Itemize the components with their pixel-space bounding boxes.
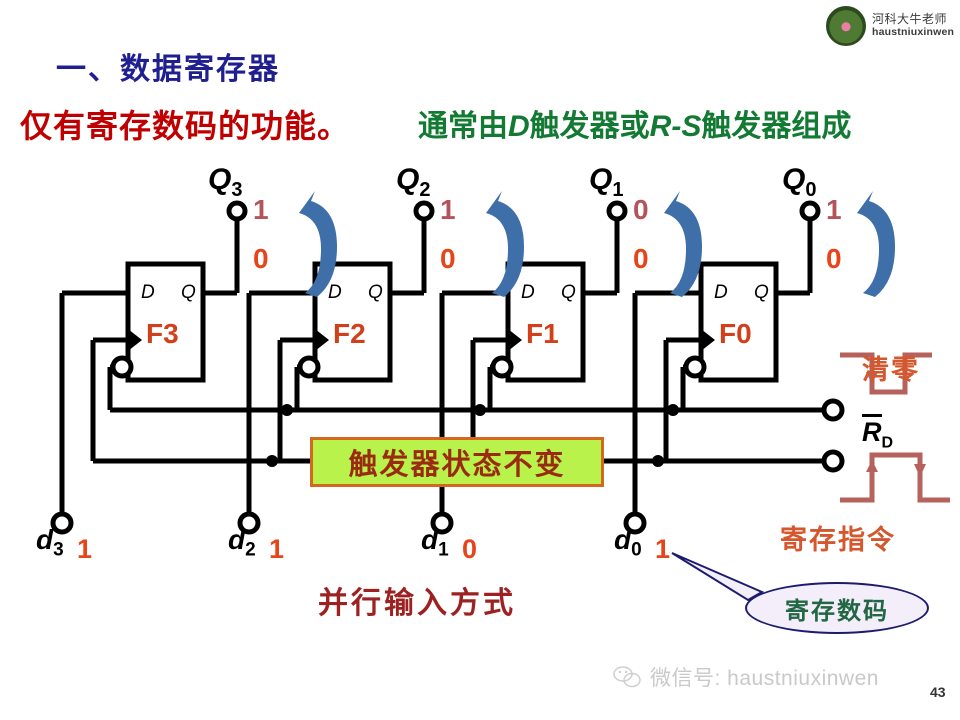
brand-name-en: haustniuxinwen <box>872 25 955 38</box>
f1-pin-q: Q <box>561 282 576 303</box>
reset-terminal <box>821 398 845 422</box>
store-waveform <box>840 452 950 503</box>
state-unchanged-text: 触发器状态不变 <box>348 449 566 481</box>
brand-logo-text: 河科大牛老师 haustniuxinwen <box>872 12 955 38</box>
d0-terminal <box>623 511 647 535</box>
subtitle-d: D <box>508 110 530 143</box>
junction-dot <box>474 404 486 416</box>
callout-pointer <box>671 552 765 602</box>
subtitle-pre: 通常由 <box>418 110 508 143</box>
q2-current-bit: 0 <box>440 243 456 274</box>
q2-transition-arrow <box>486 191 524 297</box>
reset-signal-label: RD <box>862 414 893 452</box>
state-unchanged-callout: 触发器状态不变 <box>310 437 604 487</box>
f2-pin-q: Q <box>368 282 383 303</box>
q0-label: Q0 <box>782 163 817 201</box>
junction-dot <box>667 404 679 416</box>
q0-transition-arrow <box>857 191 895 297</box>
f1-reset-bubble <box>490 355 514 379</box>
junction-dot <box>281 404 293 416</box>
d2-value: 1 <box>269 534 285 564</box>
flipflop-name-f3: F3 <box>146 318 179 349</box>
store-wave-arrow-up <box>866 460 878 472</box>
d3-label: d3 <box>36 524 64 561</box>
q1-current-bit: 0 <box>633 243 649 274</box>
subtitle-function: 仅有寄存数码的功能。 <box>20 108 351 144</box>
stored-code-callout: 寄存数码 <box>745 582 929 634</box>
f3-pin-q: Q <box>181 282 196 303</box>
f0-pin-q: Q <box>754 282 769 303</box>
store-command-label: 寄存指令 <box>780 525 896 555</box>
subtitle-post: 触发器组成 <box>701 110 852 143</box>
flipflop-name-f1: F1 <box>526 318 559 349</box>
reset-signal-letter: R <box>862 414 882 446</box>
f0-clock-triangle <box>701 329 715 351</box>
d2-label: d2 <box>228 524 256 561</box>
q1-transition-arrow <box>664 191 702 297</box>
q1-previous-bit: 0 <box>633 194 649 225</box>
clear-waveform <box>840 352 932 395</box>
reset-signal-sub: D <box>881 434 894 452</box>
flipflop-box-f0 <box>698 261 779 383</box>
q0-current-bit: 0 <box>826 243 842 274</box>
d3-value: 1 <box>77 534 93 564</box>
parallel-input-label: 并行输入方式 <box>318 587 516 620</box>
q2-label: Q2 <box>396 163 431 201</box>
flipflop-box-f1 <box>505 261 586 383</box>
d1-value: 0 <box>462 534 478 564</box>
footer-watermark: 微信号: haustniuxinwen <box>612 662 879 692</box>
f2-reset-bubble <box>297 355 321 379</box>
q0-terminal <box>799 200 821 222</box>
stored-code-text: 寄存数码 <box>785 597 889 625</box>
d0-value: 1 <box>655 534 671 564</box>
q3-previous-bit: 1 <box>253 194 269 225</box>
code-callout-leader <box>671 552 765 602</box>
junction-dot <box>652 455 664 467</box>
f0-reset-bubble <box>683 355 707 379</box>
junction-dot <box>266 455 278 467</box>
state-transition-arrows <box>299 191 895 297</box>
brand-name-cn: 河科大牛老师 <box>872 12 948 27</box>
clear-wave-arrow-down <box>866 372 878 384</box>
store-wave-arrow-down <box>914 464 926 477</box>
q3-label: Q3 <box>208 163 243 201</box>
q1-label: Q1 <box>589 163 624 201</box>
clear-label: 清零 <box>862 355 920 385</box>
page-title: 一、数据寄存器 <box>56 53 280 86</box>
f1-pin-d: D <box>521 282 535 303</box>
d2-terminal <box>237 511 261 535</box>
rose-avatar-icon <box>826 6 866 46</box>
flipflop-box-f3 <box>125 261 206 383</box>
q3-transition-arrow <box>299 191 337 297</box>
f0-pin-d: D <box>714 282 728 303</box>
q3-current-bit: 0 <box>253 243 269 274</box>
subtitle-mid: 触发器或 <box>529 110 650 143</box>
q2-terminal <box>413 200 435 222</box>
flipflop-name-f2: F2 <box>333 318 366 349</box>
flipflop-box-f2 <box>312 261 393 383</box>
q0-previous-bit: 1 <box>826 194 842 225</box>
d3-terminal <box>50 511 74 535</box>
wechat-id-text: 微信号: haustniuxinwen <box>650 667 879 690</box>
wechat-icon <box>613 666 641 688</box>
clock-terminal <box>821 449 845 473</box>
subtitle-composition: 通常由D触发器或R-S触发器组成 <box>418 101 851 145</box>
f1-clock-triangle <box>508 329 522 351</box>
brand-logo: 河科大牛老师 haustniuxinwen <box>826 5 956 47</box>
q3-terminal <box>226 200 248 222</box>
f3-reset-bubble <box>110 355 134 379</box>
q2-previous-bit: 1 <box>440 194 456 225</box>
d0-label: d0 <box>614 524 642 561</box>
q1-terminal <box>606 200 628 222</box>
subtitle-rs: R-S <box>649 110 702 143</box>
d1-terminal <box>430 511 454 535</box>
f2-clock-triangle <box>315 329 329 351</box>
page-number: 43 <box>930 684 946 700</box>
flipflop-name-f0: F0 <box>719 318 752 349</box>
f3-pin-d: D <box>141 282 155 303</box>
f2-pin-d: D <box>328 282 342 303</box>
d1-label: d1 <box>421 524 449 561</box>
f3-clock-triangle <box>128 329 142 351</box>
